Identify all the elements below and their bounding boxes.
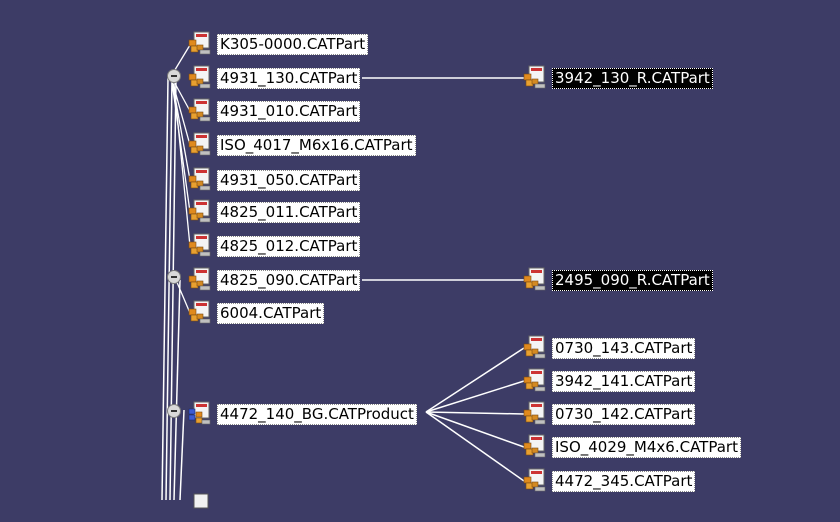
- tree-node-label[interactable]: 2495_090_R.CATPart: [552, 269, 713, 291]
- tree-node-label[interactable]: 4931_010.CATPart: [217, 100, 361, 122]
- part-icon[interactable]: [188, 132, 214, 158]
- tree-node-label[interactable]: K305-0000.CATPart: [217, 33, 369, 55]
- collapse-toggle-4472-140[interactable]: [167, 404, 181, 418]
- part-icon[interactable]: [188, 199, 214, 225]
- tree-node-4472-345-catpart[interactable]: 4472_345.CATPart: [523, 468, 696, 494]
- tree-node-4931-050-catpart[interactable]: 4931_050.CATPart: [188, 167, 361, 193]
- tree-node-label[interactable]: 4472_140_BG.CATProduct: [217, 403, 417, 425]
- part-icon[interactable]: [188, 233, 214, 259]
- part-icon[interactable]: [523, 65, 549, 91]
- tree-node-label[interactable]: 4931_050.CATPart: [217, 169, 361, 191]
- tree-node-label[interactable]: 6004.CATPart: [217, 302, 325, 324]
- part-icon[interactable]: [523, 468, 549, 494]
- tree-node-label[interactable]: ISO_4017_M6x16.CATPart: [217, 134, 416, 156]
- tree-node-0730-142-catpart[interactable]: 0730_142.CATPart: [523, 401, 696, 427]
- tree-node-label[interactable]: 0730_142.CATPart: [552, 403, 696, 425]
- tree-node-label[interactable]: 3942_141.CATPart: [552, 370, 696, 392]
- part-icon[interactable]: [188, 65, 214, 91]
- tree-node-4825-012-catpart[interactable]: 4825_012.CATPart: [188, 233, 361, 259]
- tree-node-4472-140-bg-catproduct[interactable]: 4472_140_BG.CATProduct: [188, 401, 417, 427]
- tree-node-label[interactable]: 4931_130.CATPart: [217, 67, 361, 89]
- part-icon[interactable]: [523, 434, 549, 460]
- tree-node-label[interactable]: 4472_345.CATPart: [552, 470, 696, 492]
- part-icon[interactable]: [188, 31, 214, 57]
- part-icon[interactable]: [188, 300, 214, 326]
- part-icon[interactable]: [188, 267, 214, 293]
- part-icon[interactable]: [523, 335, 549, 361]
- product-icon[interactable]: [188, 401, 214, 427]
- part-icon[interactable]: [188, 98, 214, 124]
- tree-connectors: [161, 44, 526, 500]
- tree-node-4931-010-catpart[interactable]: 4931_010.CATPart: [188, 98, 361, 124]
- tree-node-3942-130-r-catpart[interactable]: 3942_130_R.CATPart: [523, 65, 713, 91]
- tree-node-label[interactable]: ISO_4029_M4x6.CATPart: [552, 436, 741, 458]
- tree-node-label[interactable]: 3942_130_R.CATPart: [552, 67, 713, 89]
- tree-node-label[interactable]: 0730_143.CATPart: [552, 337, 696, 359]
- collapse-toggle-4825-090[interactable]: [167, 270, 181, 284]
- part-icon: [188, 492, 214, 518]
- tree-node-label[interactable]: 4825_012.CATPart: [217, 235, 361, 257]
- tree-node-4931-130-catpart[interactable]: 4931_130.CATPart: [188, 65, 361, 91]
- part-icon[interactable]: [523, 401, 549, 427]
- collapse-toggle-4931-130[interactable]: [167, 69, 181, 83]
- tree-node-6004-catpart[interactable]: 6004.CATPart: [188, 300, 325, 326]
- tree-node-iso-4017-m6x16-catpart[interactable]: ISO_4017_M6x16.CATPart: [188, 132, 416, 158]
- tree-node-4825-011-catpart[interactable]: 4825_011.CATPart: [188, 199, 361, 225]
- part-icon[interactable]: [188, 167, 214, 193]
- tree-node-4825-090-catpart[interactable]: 4825_090.CATPart: [188, 267, 361, 293]
- tree-node-k305-0000-catpart[interactable]: K305-0000.CATPart: [188, 31, 369, 57]
- part-icon[interactable]: [523, 368, 549, 394]
- part-icon[interactable]: [523, 267, 549, 293]
- tree-node-2495-090-r-catpart[interactable]: 2495_090_R.CATPart: [523, 267, 713, 293]
- tree-node-label[interactable]: 4825_090.CATPart: [217, 269, 361, 291]
- tree-node-iso-4029-m4x6-catpart[interactable]: ISO_4029_M4x6.CATPart: [523, 434, 741, 460]
- tree-node-label[interactable]: 4825_011.CATPart: [217, 201, 361, 223]
- tree-node-0730-143-catpart[interactable]: 0730_143.CATPart: [523, 335, 696, 361]
- tree-node-3942-141-catpart[interactable]: 3942_141.CATPart: [523, 368, 696, 394]
